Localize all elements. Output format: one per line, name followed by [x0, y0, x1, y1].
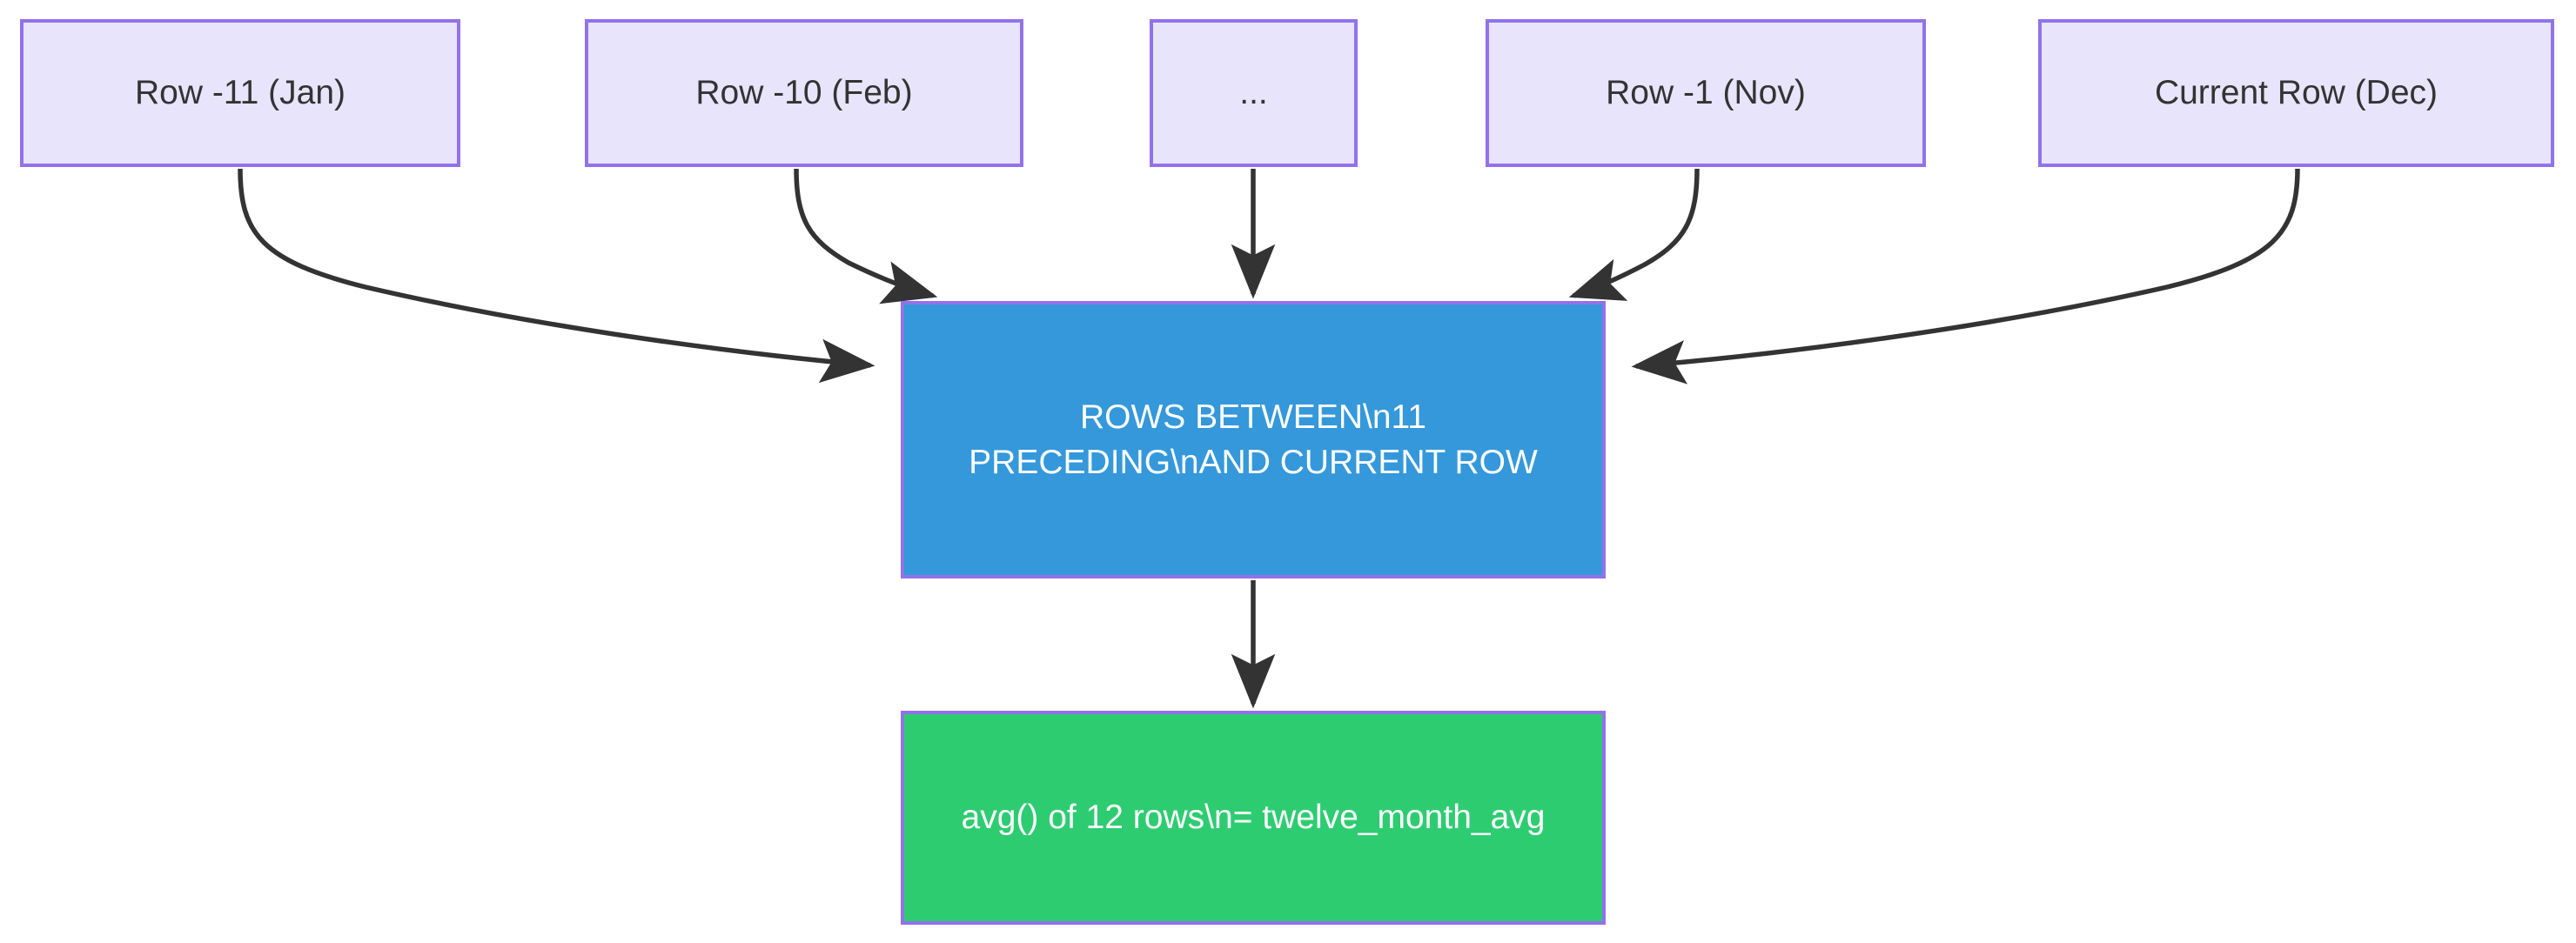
node-label: ...: [1239, 74, 1268, 112]
node-label: avg() of 12 rows\n= twelve_month_avg: [961, 799, 1546, 837]
node-label: Row -1 (Nov): [1606, 74, 1806, 112]
edge-feb-to-frame: [794, 168, 938, 304]
node-label: ROWS BETWEEN\n11 PRECEDING\nAND CURRENT …: [969, 398, 1538, 481]
node-twelve-month-avg-output[interactable]: avg() of 12 rows\n= twelve_month_avg: [901, 711, 1606, 925]
node-row-minus-10-feb[interactable]: Row -10 (Feb): [585, 19, 1023, 167]
node-row-minus-11-jan[interactable]: Row -11 (Jan): [20, 19, 460, 167]
node-window-frame-clause[interactable]: ROWS BETWEEN\n11 PRECEDING\nAND CURRENT …: [901, 301, 1606, 579]
node-label: Row -10 (Feb): [695, 74, 913, 112]
edge-current-to-frame: [1631, 168, 2300, 385]
node-label: Current Row (Dec): [2154, 74, 2438, 112]
node-current-row-dec[interactable]: Current Row (Dec): [2038, 19, 2554, 167]
node-ellipsis[interactable]: ...: [1150, 19, 1358, 167]
node-row-minus-1-nov[interactable]: Row -1 (Nov): [1486, 19, 1926, 167]
edge-jan-to-frame: [238, 168, 875, 384]
edge-nov-to-frame: [1568, 168, 1700, 301]
node-label: Row -11 (Jan): [134, 74, 346, 112]
